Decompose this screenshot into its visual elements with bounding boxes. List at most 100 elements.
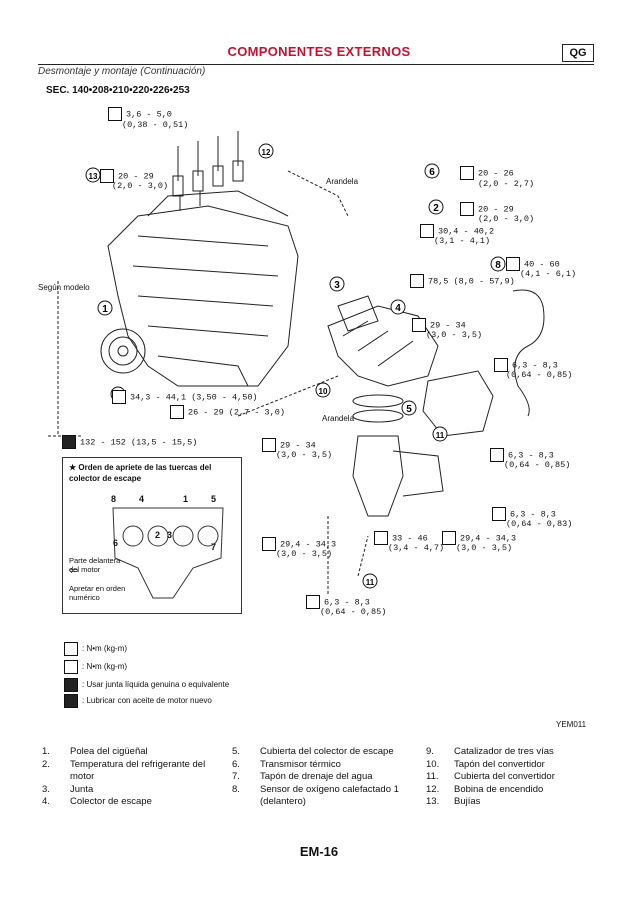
- callout-13: 13: [85, 167, 101, 183]
- torque-label: 26 - 29 (2,7 - 3,0): [170, 405, 285, 419]
- torque-label: (2,0 - 3,0): [478, 214, 535, 224]
- torque-label: (0,64 - 0,85): [320, 607, 387, 617]
- list-item: 2.Temperatura del refrigerante del motor: [42, 758, 206, 783]
- torque-icon: [100, 169, 114, 183]
- torque-label: (3,0 - 3,5): [276, 549, 333, 559]
- torque-label: (3,4 - 4,7): [388, 543, 445, 553]
- torque-label: (3,0 - 3,5): [456, 543, 513, 553]
- figure-id: YEM011: [556, 720, 587, 729]
- torque-label: (3,1 - 4,1): [434, 236, 491, 246]
- torque-icon: [262, 438, 276, 452]
- tightening-order-inset: ★ Orden de apriete de las tuercas del co…: [62, 457, 242, 614]
- arandela-label: Arandela: [326, 177, 359, 186]
- legend-sealant: : Usar junta líquida genuina o equivalen…: [64, 678, 229, 692]
- torque-icon: [108, 107, 122, 121]
- callout-10: 10: [315, 382, 331, 398]
- section-badge: QG: [562, 44, 594, 62]
- torque-icon: [492, 507, 506, 521]
- torque-icon: [490, 448, 504, 462]
- list-item: 8.Sensor de oxígeno calefactado 1 (delan…: [232, 783, 399, 808]
- torque-label: 20 - 29: [460, 202, 514, 216]
- torque-label: 6,3 - 8,3: [490, 448, 554, 462]
- sealant-icon: [64, 678, 78, 692]
- torque-label: (0,38 - 0,51): [122, 120, 189, 130]
- list-item: 5.Cubierta del colector de escape: [232, 746, 394, 757]
- torque-label: (3,0 - 3,5): [426, 330, 483, 340]
- torque-icon: [420, 224, 434, 238]
- torque-icon: [112, 390, 126, 404]
- callout-12-label: 12: [262, 148, 271, 157]
- callout-10-label: 10: [319, 387, 328, 396]
- legend-torque-alt: : N•m (kg-m): [64, 660, 127, 674]
- torque-label: (2,0 - 3,0): [112, 181, 169, 191]
- torque-label: (0,64 - 0,85): [504, 460, 571, 470]
- torque-icon: [506, 257, 520, 271]
- callout-2-label: 2: [433, 203, 439, 214]
- torque-label: 34,3 - 44,1 (3,50 - 4,50): [112, 390, 258, 404]
- torque-label: 6,3 - 8,3: [306, 595, 370, 609]
- torque-label: 29 - 34: [262, 438, 316, 452]
- callout-1: 1: [97, 300, 113, 316]
- parts-list-col1: 1.Polea del cigüeñal 2.Temperatura del r…: [42, 746, 220, 809]
- legend-oil: : Lubricar con aceite de motor nuevo: [64, 694, 212, 708]
- oil-icon: [64, 694, 78, 708]
- torque-label: 20 - 29: [100, 169, 154, 183]
- list-item: 12.Bobina de encendido: [426, 783, 544, 795]
- legend-torque: : N•m (kg-m): [64, 642, 127, 656]
- order-4: 4: [139, 494, 145, 504]
- list-item: 13.Bujías: [426, 796, 481, 807]
- oil-icon: [62, 435, 76, 449]
- order-2: 2: [155, 530, 161, 540]
- callout-5-label: 5: [406, 404, 412, 415]
- header-rule: [38, 64, 594, 65]
- torque-icon: [442, 531, 456, 545]
- torque-icon: [410, 274, 424, 288]
- list-item: 1.Polea del cigüeñal: [42, 746, 148, 757]
- callout-5: 5: [401, 400, 417, 416]
- callout-11b-label: 11: [366, 578, 375, 587]
- callout-2: 2: [428, 199, 444, 215]
- order-3: 3: [167, 530, 173, 540]
- torque-icon: [460, 202, 474, 216]
- order-6: 6: [113, 538, 119, 548]
- page-number: EM-16: [299, 844, 339, 859]
- torque-label: 6,3 - 8,3: [492, 507, 556, 521]
- torque-label: 29 - 34: [412, 318, 466, 332]
- inset-order-label: Apretar en orden numérico: [69, 584, 126, 602]
- exploded-engine-diagram: 1 4 3 8 6 2 5 7 10 11 12 13 11: [48, 131, 545, 596]
- callout-11b: 11: [362, 573, 378, 589]
- torque-label: (4,1 - 6,1): [520, 269, 577, 279]
- callout-1-label: 1: [102, 304, 108, 315]
- order-7: 7: [211, 542, 217, 552]
- callout-11-label: 11: [436, 431, 445, 440]
- torque-label: 29,4 - 34,3: [262, 537, 336, 551]
- torque-icon: [64, 642, 78, 656]
- torque-label: 30,4 - 40,2: [420, 224, 494, 238]
- arandela-label: Arandela: [322, 414, 355, 423]
- arrow-left-icon: ⇦: [69, 565, 79, 577]
- callout-8: 8: [490, 256, 506, 272]
- callout-4-label: 4: [395, 303, 401, 314]
- torque-icon: [494, 358, 508, 372]
- list-item: 3.Junta: [42, 783, 94, 795]
- parts-list-col2: 5.Cubierta del colector de escape 6.Tran…: [232, 746, 410, 809]
- order-1: 1: [183, 494, 189, 504]
- torque-label: (2,0 - 2,7): [478, 179, 535, 189]
- order-8: 8: [111, 494, 117, 504]
- torque-icon: [412, 318, 426, 332]
- segun-modelo-label: Según modelo: [38, 283, 90, 292]
- list-item: 9.Catalizador de tres vías: [426, 746, 554, 757]
- order-5: 5: [211, 494, 217, 504]
- torque-icon-alt: [64, 660, 78, 674]
- torque-icon: [306, 595, 320, 609]
- callout-12: 12: [258, 143, 274, 159]
- torque-label: 78,5 (8,0 - 57,9): [410, 274, 515, 288]
- list-item: 10.Tapón del convertidor: [426, 758, 545, 770]
- torque-icon: [460, 166, 474, 180]
- torque-label: (0,64 - 0,85): [506, 370, 573, 380]
- torque-label: 20 - 26: [460, 166, 514, 180]
- sec-reference: SEC. 140•208•210•220•226•253: [46, 85, 190, 96]
- inset-front-label: Parte delantera del motor: [69, 556, 121, 574]
- manifold-outline: [112, 507, 224, 599]
- star-icon: ★: [69, 463, 77, 472]
